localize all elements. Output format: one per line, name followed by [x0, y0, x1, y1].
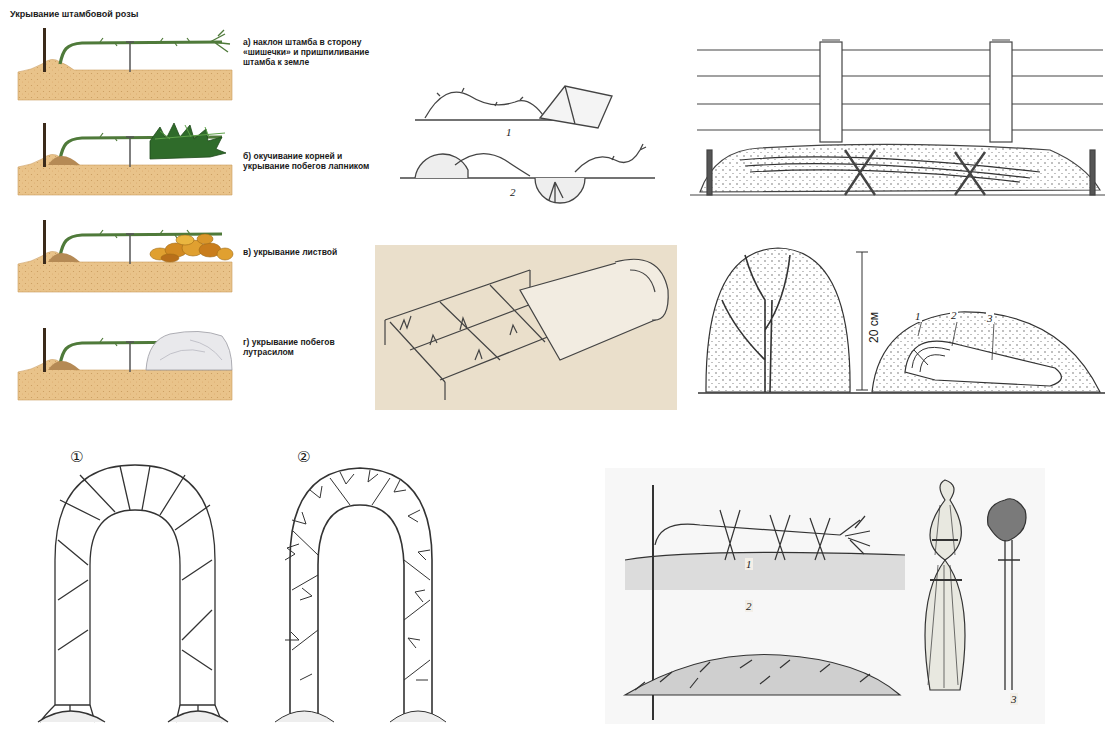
bending-sketch — [400, 86, 655, 203]
row-b — [18, 123, 232, 195]
soil-mound — [48, 156, 80, 165]
step-caption: а) наклон штамба в сторону «шишечки» и п… — [243, 37, 375, 67]
fabric-cover — [146, 331, 232, 370]
callout-number: 2 — [745, 600, 753, 612]
branches — [210, 30, 230, 52]
figure-number: ② — [297, 448, 310, 466]
rose-row — [18, 123, 232, 195]
row-c — [18, 220, 233, 292]
arch-fabric — [38, 465, 228, 722]
figure-number: ① — [70, 448, 83, 466]
laying-sketch — [605, 468, 1045, 724]
arch-spruce — [275, 468, 446, 722]
dimension-label: 20 см — [867, 310, 881, 345]
spruce-needles — [155, 125, 225, 139]
soil-mound — [48, 253, 80, 262]
spruce-branches — [150, 123, 226, 159]
panel-heading: Укрывание штамбовой розы — [10, 9, 138, 19]
rose-row — [18, 28, 232, 100]
soil-mound — [48, 361, 80, 370]
fence-covering — [690, 40, 1105, 195]
callout-number: 2 — [509, 186, 517, 198]
callout-number: 3 — [986, 312, 994, 324]
frame-covering — [375, 245, 677, 410]
step-caption: г) укрывание побегов лутрасилом — [243, 337, 375, 357]
row-a — [18, 28, 232, 100]
step-caption: в) укрывание листвой — [243, 247, 375, 257]
rose-row — [18, 328, 232, 400]
callout-number: 1 — [745, 558, 753, 570]
fabric-folds — [160, 340, 222, 360]
callout-number: 2 — [950, 309, 958, 321]
callout-number: 1 — [914, 310, 922, 322]
callout-number: 3 — [1010, 693, 1018, 705]
soil-mounds — [698, 248, 1105, 393]
leaf-pile — [150, 234, 233, 262]
rose-row — [18, 220, 232, 292]
callout-number: 1 — [505, 126, 513, 138]
step-caption: б) окучивание корней и укрывание побегов… — [243, 151, 375, 171]
row-d — [18, 328, 232, 400]
